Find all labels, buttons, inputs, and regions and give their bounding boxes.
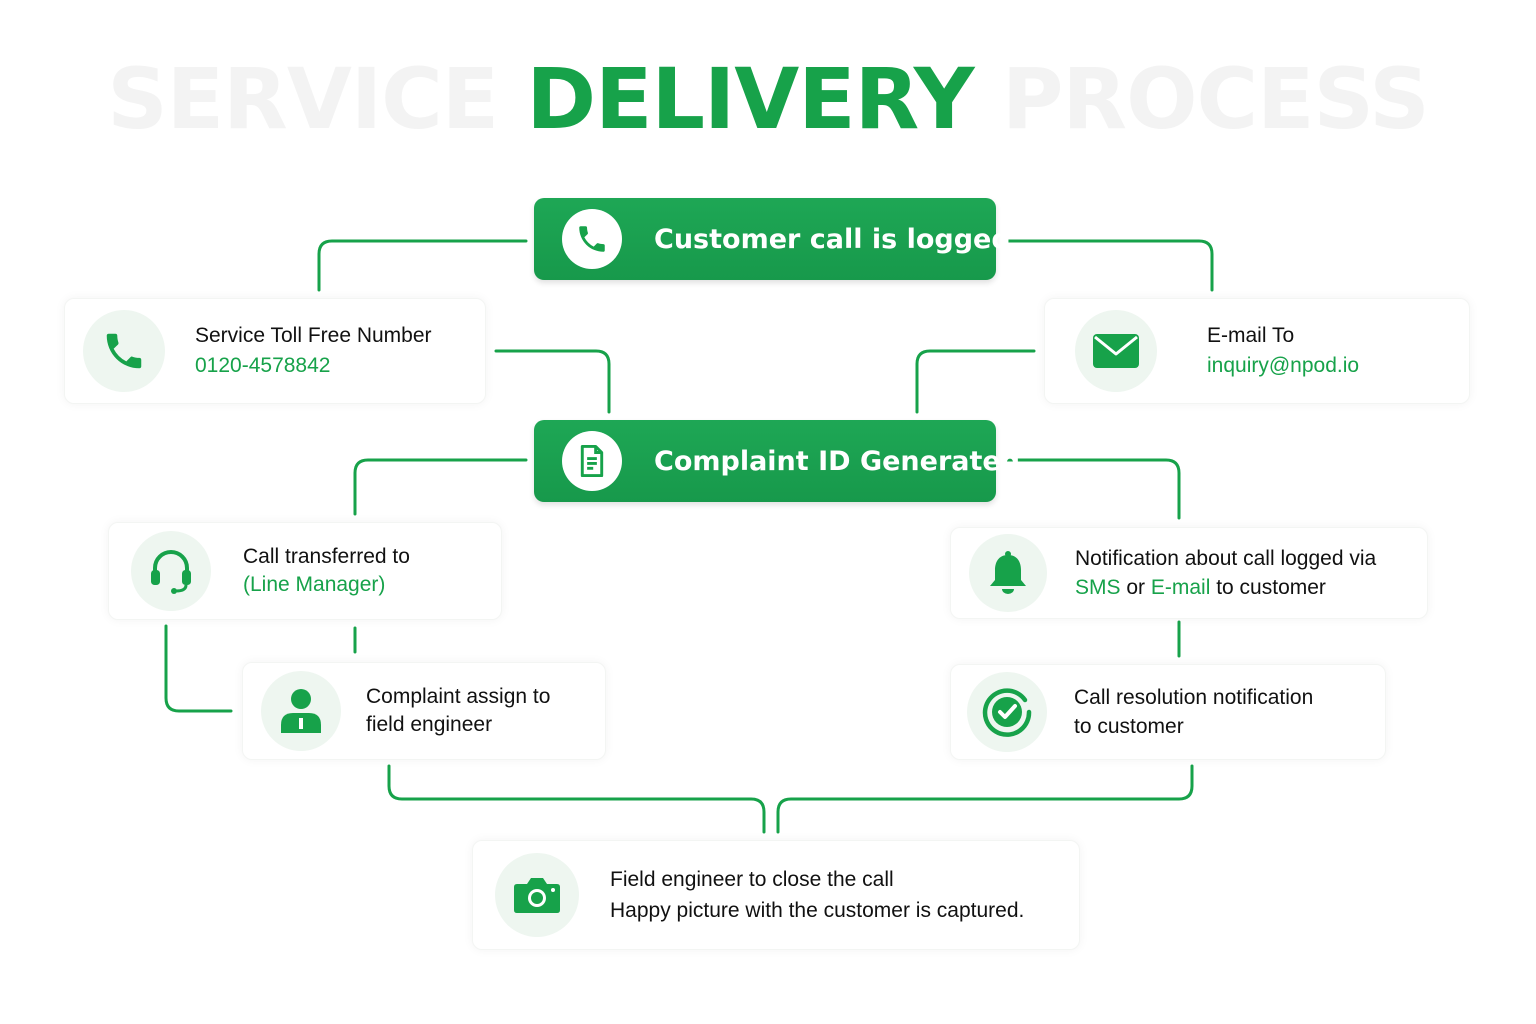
step-customer-call-label: Customer call is logged xyxy=(654,223,1011,255)
bell-icon xyxy=(969,534,1047,612)
connector-phone-to-id xyxy=(494,349,611,414)
notification-tail: to customer xyxy=(1210,576,1326,599)
title-highlight: DELIVERY xyxy=(526,50,974,148)
channel-email-address[interactable]: inquiry@npod.io xyxy=(1207,354,1360,377)
close-line2: Happy picture with the customer is captu… xyxy=(610,899,1025,922)
channel-email-label: E-mail To xyxy=(1207,324,1295,347)
call-resolution-card: Call resolution notification to customer xyxy=(950,664,1386,760)
camera-icon xyxy=(495,853,579,937)
title-prefix: SERVICE xyxy=(107,50,499,148)
assign-line1: Complaint assign to xyxy=(366,685,551,708)
call-transfer-line2: (Line Manager) xyxy=(243,573,386,596)
connector-assign-to-close xyxy=(387,764,766,834)
step-complaint-id-label: Complaint ID Generated xyxy=(654,445,1021,477)
connector-id-left xyxy=(353,458,528,516)
assign-line2: field engineer xyxy=(366,713,493,736)
notification-sms: SMS xyxy=(1075,576,1121,599)
notification-card: Notification about call logged via SMS o… xyxy=(950,527,1428,619)
complaint-assign-card: Complaint assign to field engineer xyxy=(242,662,606,760)
user-icon xyxy=(261,671,341,751)
email-icon xyxy=(1075,310,1157,392)
phone-icon xyxy=(83,310,165,392)
connector-email-to-id xyxy=(915,349,1036,414)
connector-top-left xyxy=(317,239,528,292)
call-transfer-line1: Call transferred to xyxy=(243,545,410,568)
channel-email-card: E-mail To inquiry@npod.io xyxy=(1044,298,1470,404)
close-call-card: Field engineer to close the call Happy p… xyxy=(472,840,1080,950)
page-title: SERVICE DELIVERY PROCESS xyxy=(0,50,1536,148)
connector-id-right xyxy=(1004,458,1181,520)
channel-phone-number[interactable]: 0120-4578842 xyxy=(195,354,331,377)
close-line1: Field engineer to close the call xyxy=(610,868,894,891)
notification-line2: SMS or E-mail to customer xyxy=(1075,573,1376,602)
title-suffix: PROCESS xyxy=(1001,50,1430,148)
channel-phone-label: Service Toll Free Number xyxy=(195,324,432,347)
connector-resolution-to-close xyxy=(776,764,1194,834)
headset-icon xyxy=(131,531,211,611)
step-customer-call: Customer call is logged xyxy=(534,198,1011,280)
notification-line1: Notification about call logged via xyxy=(1075,547,1377,570)
document-icon xyxy=(562,431,622,491)
connector-transfer-to-assign xyxy=(164,624,233,713)
connector-top-right xyxy=(1004,239,1214,292)
step-complaint-id: Complaint ID Generated xyxy=(534,420,1020,502)
resolution-line2: to customer xyxy=(1074,715,1184,738)
call-transfer-card: Call transferred to (Line Manager) xyxy=(108,522,502,620)
notification-or: or xyxy=(1120,576,1151,599)
notification-email: E-mail xyxy=(1150,576,1211,599)
check-circle-icon xyxy=(967,672,1047,752)
phone-icon xyxy=(562,209,622,269)
resolution-line1: Call resolution notification xyxy=(1074,686,1314,709)
channel-phone-card: Service Toll Free Number 0120-4578842 xyxy=(64,298,486,404)
